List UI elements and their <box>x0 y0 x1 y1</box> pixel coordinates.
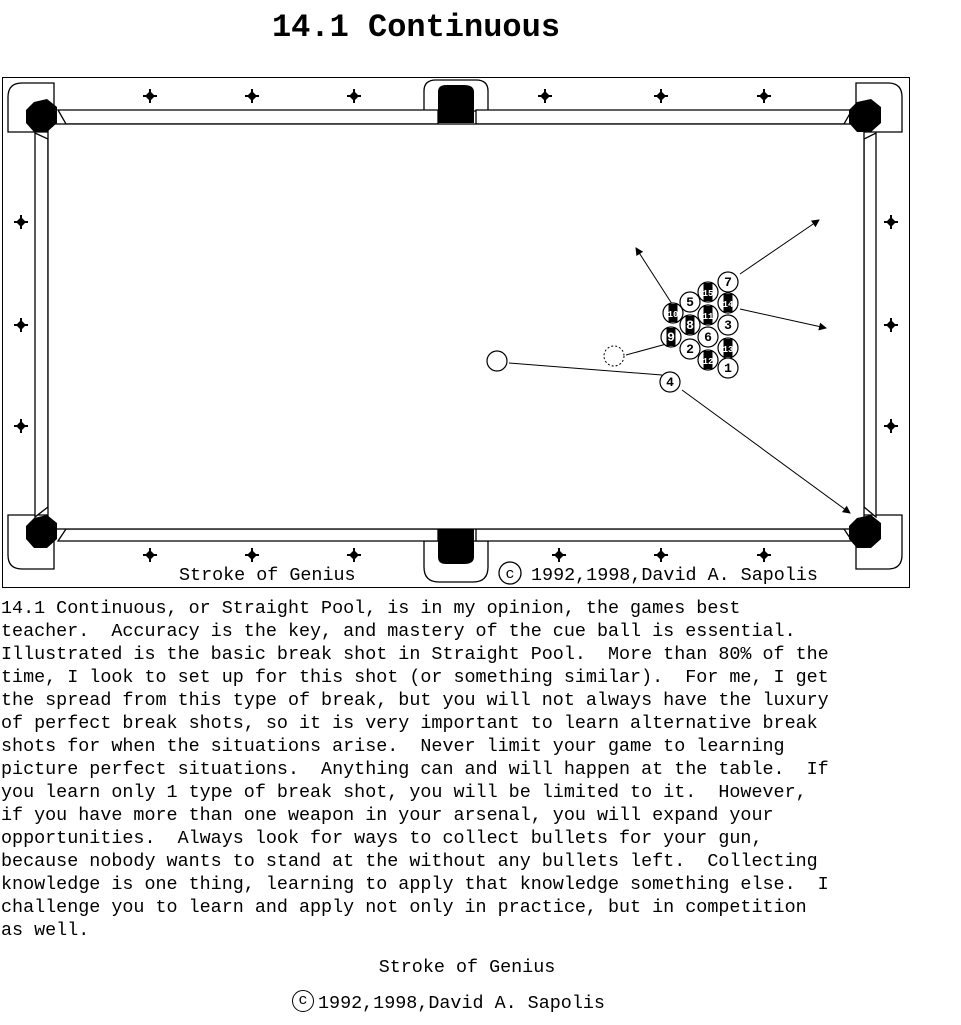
ghost-to-rack-line <box>625 342 671 356</box>
ball-number: 10 <box>668 310 679 320</box>
ball-number: 3 <box>724 318 732 333</box>
ball-9: 9 <box>660 326 682 348</box>
diagram-caption-signature: Stroke of Genius <box>179 565 356 586</box>
deflection-arrow-1 <box>635 247 675 308</box>
deflection-arrow-3 <box>739 308 827 331</box>
ball-8: 8 <box>679 314 701 336</box>
diamond-marker <box>654 89 668 103</box>
ball-number: 14 <box>723 300 734 310</box>
ball-number: 2 <box>686 342 694 357</box>
ball-number: 1 <box>724 361 732 376</box>
cue-ball-path <box>508 362 663 376</box>
ball-number: 8 <box>686 318 694 333</box>
diamond-marker <box>14 318 28 332</box>
ball-6: 6 <box>697 326 719 348</box>
article-line: 14.1 Continuous, or Straight Pool, is in… <box>1 598 741 619</box>
page-title: 14.1 Continuous <box>271 9 561 46</box>
diamond-marker <box>245 89 259 103</box>
ball-3: 3 <box>717 314 739 336</box>
article-line: teacher. Accuracy is the key, and master… <box>1 621 796 642</box>
diamond-marker <box>884 215 898 229</box>
article-line: shots for when the situations arise. Nev… <box>1 736 785 757</box>
ball-5: 5 <box>679 291 701 313</box>
ball-12: 12 <box>697 349 719 371</box>
diagram-copyright-symbol: c <box>505 566 514 583</box>
ball-number: 15 <box>703 289 714 299</box>
article-line: knowledge is one thing, learning to appl… <box>1 874 829 895</box>
article-line: you learn only 1 type of break shot, you… <box>1 782 807 803</box>
article-line: the spread from this type of break, but … <box>1 690 829 711</box>
ball-1: 1 <box>717 357 739 379</box>
diamond-marker <box>757 548 771 562</box>
article-line: Illustrated is the basic break shot in S… <box>1 644 829 665</box>
article-body: 14.1 Continuous, or Straight Pool, is in… <box>1 597 956 942</box>
footer-signature: Stroke of Genius <box>378 957 556 978</box>
ghost-cue-ball <box>603 345 625 367</box>
ball-number: 4 <box>666 375 674 390</box>
ball-2: 2 <box>679 338 701 360</box>
table-rails <box>7 79 903 583</box>
diamond-marker <box>143 548 157 562</box>
ball-4: 4 <box>659 371 681 393</box>
article-line: opportunities. Always look for ways to c… <box>1 828 763 849</box>
rail-diamonds <box>14 89 898 562</box>
diamond-marker <box>14 419 28 433</box>
deflection-arrow-2 <box>739 219 820 275</box>
ball-10: 10 <box>662 302 684 324</box>
ball-number: 5 <box>686 295 694 310</box>
article-line: if you have more than one weapon in your… <box>1 805 774 826</box>
ball-7: 7 <box>717 271 739 293</box>
ball-number: 7 <box>724 275 732 290</box>
ball-15: 15 <box>697 281 719 303</box>
diamond-marker <box>143 89 157 103</box>
ball-number: 6 <box>704 330 712 345</box>
ball-number: 9 <box>667 330 675 345</box>
diamond-marker <box>884 419 898 433</box>
footer-copyright-text: 1992,1998,David A. Sapolis <box>318 993 605 1014</box>
ball-number: 13 <box>723 345 734 355</box>
ball-number: 11 <box>703 312 714 322</box>
diagram-caption-copyright: 1992,1998,David A. Sapolis <box>531 565 818 586</box>
diamond-marker <box>757 89 771 103</box>
article-line: as well. <box>1 920 90 941</box>
diamond-marker <box>347 548 361 562</box>
diamond-marker <box>538 89 552 103</box>
diamond-marker <box>552 548 566 562</box>
diamond-marker <box>654 548 668 562</box>
diagram-copyright-circle <box>498 561 522 585</box>
diamond-marker <box>884 318 898 332</box>
article-line: time, I look to set up for this shot (or… <box>1 667 829 688</box>
ball-14: 14 <box>717 292 739 314</box>
article-line: challenge you to learn and apply not onl… <box>1 897 807 918</box>
diamond-marker <box>14 215 28 229</box>
object-ball-4-path <box>681 389 851 514</box>
pockets <box>26 85 881 564</box>
diamond-marker <box>245 548 259 562</box>
ball-13: 13 <box>717 337 739 359</box>
article-line: picture perfect situations. Anything can… <box>1 759 829 780</box>
copyright-symbol: c <box>292 990 314 1013</box>
ball-11: 11 <box>697 304 719 326</box>
shot-lines <box>508 219 851 514</box>
ball-number: 12 <box>703 357 714 367</box>
cue-ball <box>486 350 508 372</box>
diamond-marker <box>347 89 361 103</box>
article-line: of perfect break shots, so it is very im… <box>1 713 818 734</box>
article-line: because nobody wants to stand at the wit… <box>1 851 818 872</box>
